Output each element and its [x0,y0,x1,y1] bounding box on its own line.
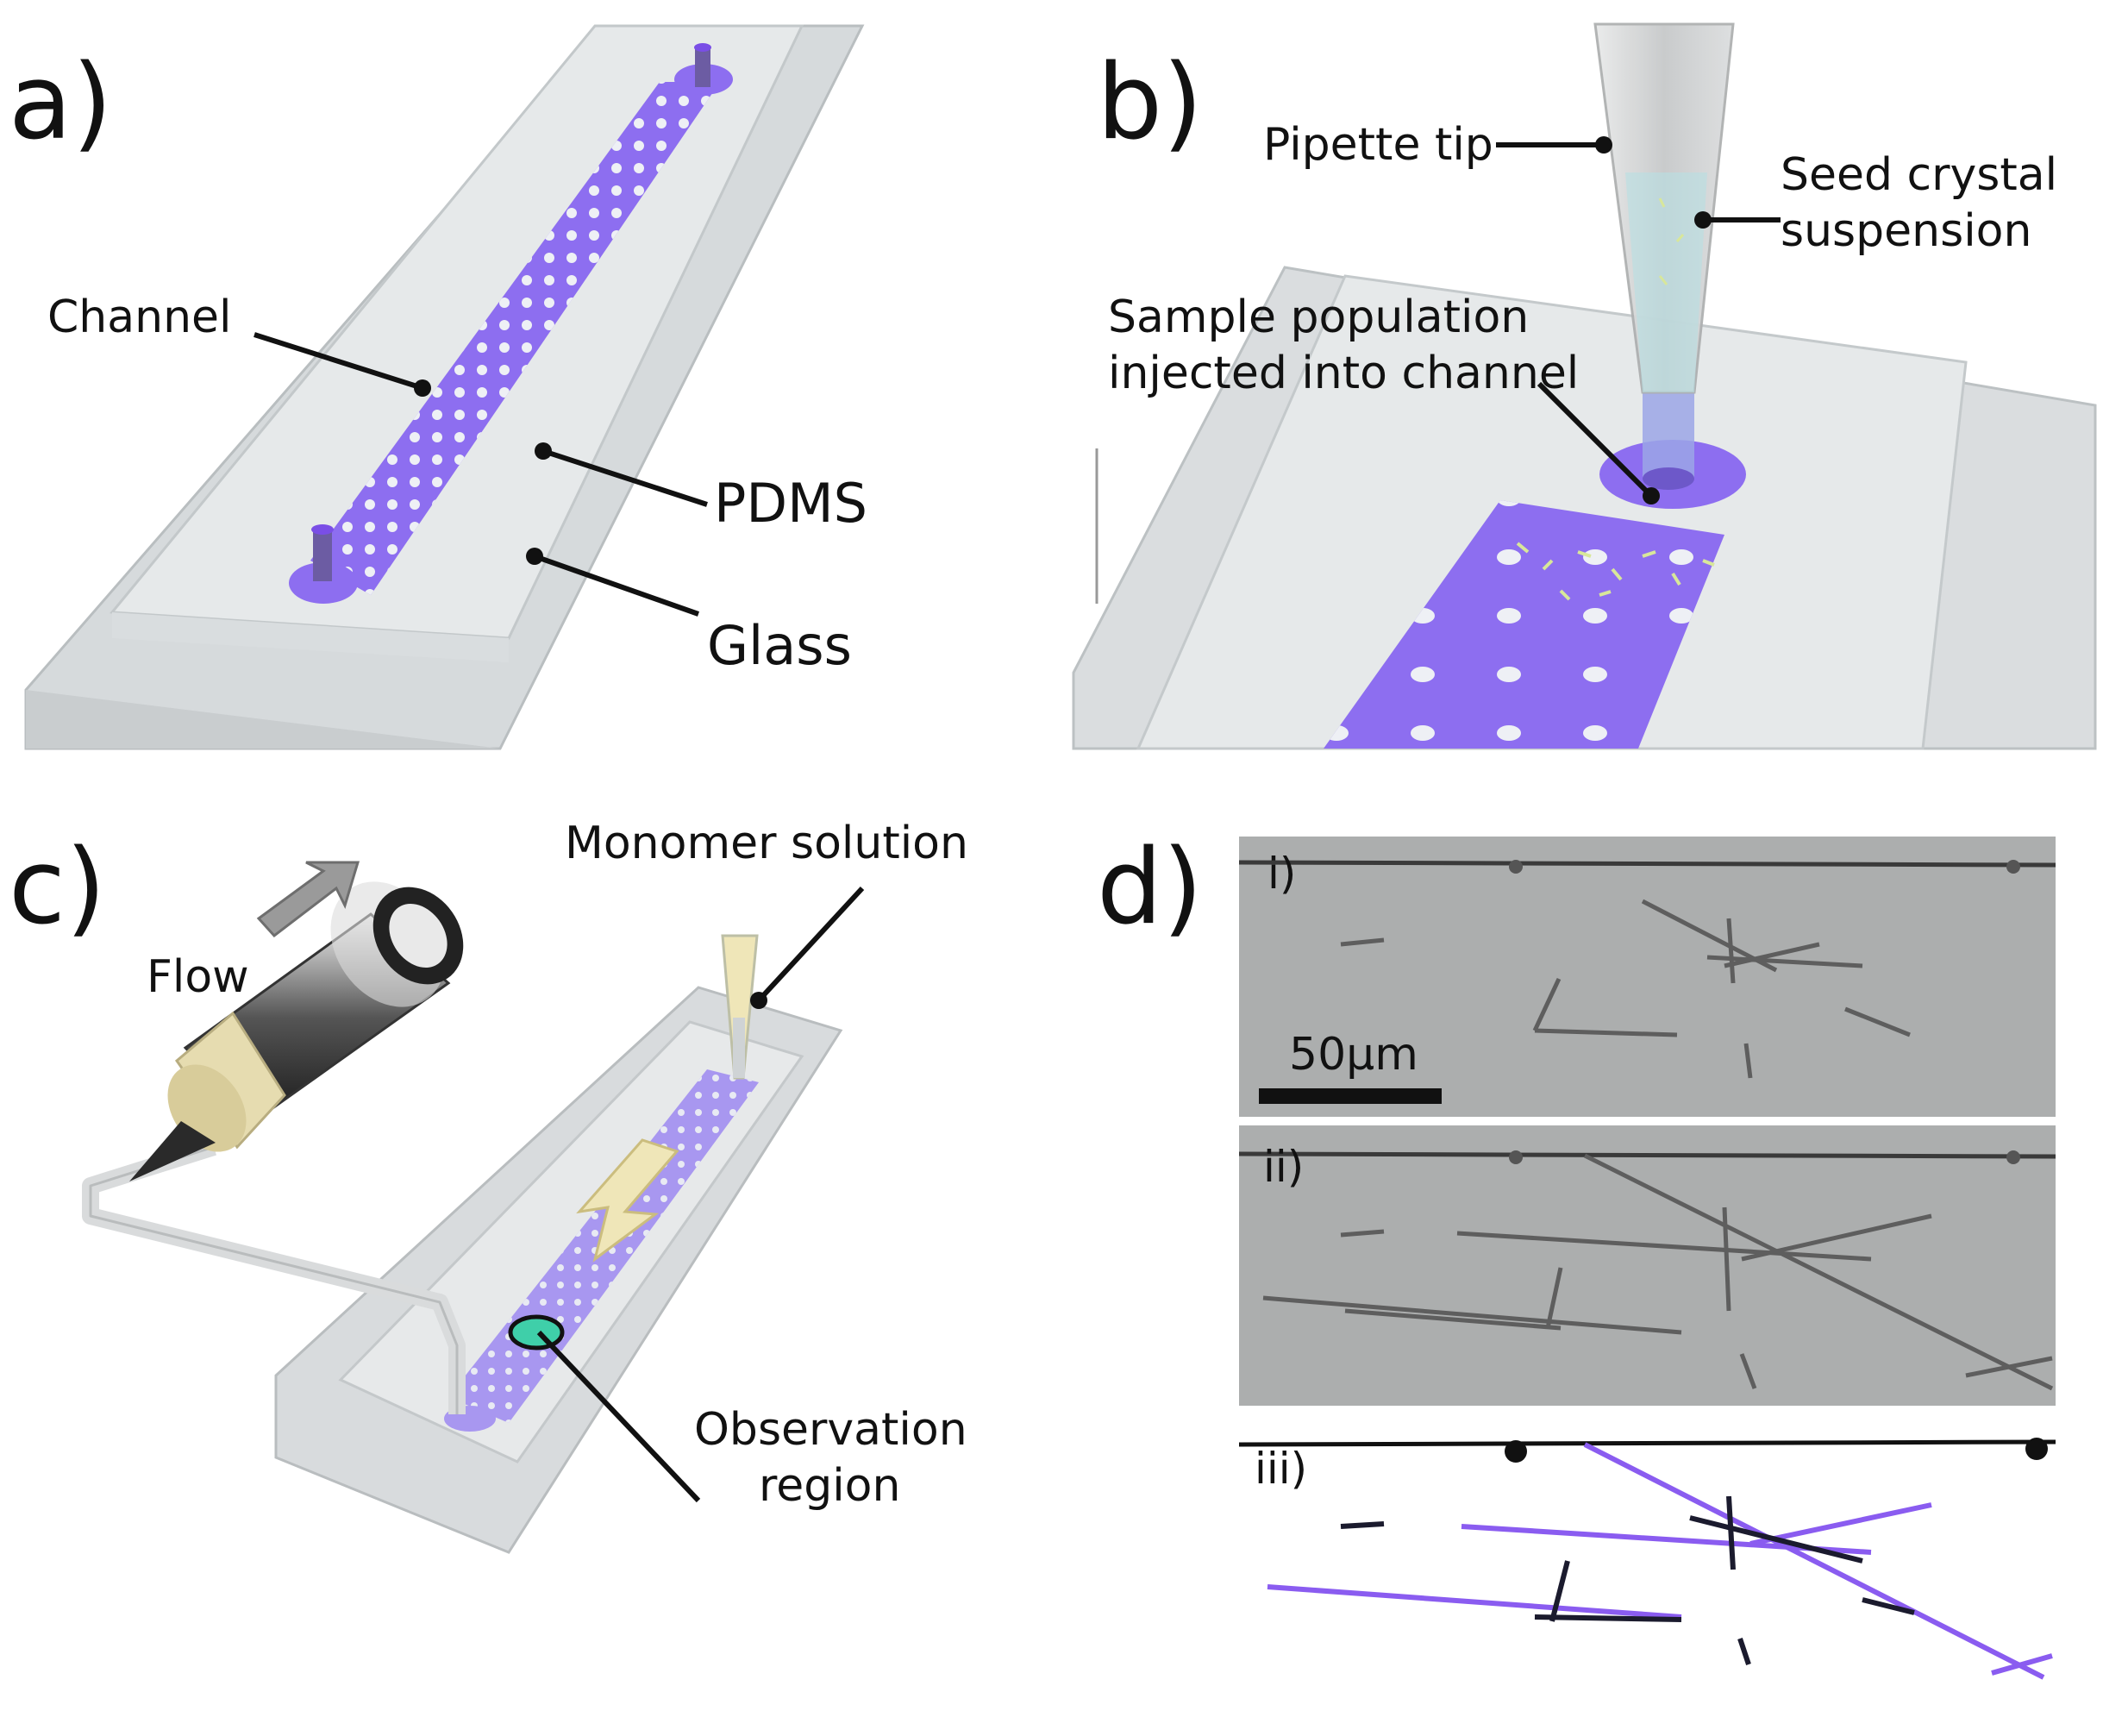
subpanel-label-i: i) [1267,849,1296,899]
panel-b: b) Pipette [1072,22,2097,750]
inlet-port [695,47,710,87]
subpanel-label-iii: iii) [1255,1444,1307,1494]
flow-direction-arrow [576,1138,679,1263]
syringe-motion-arrow [256,861,360,938]
label-observation-line2: region [759,1460,900,1512]
label-seed-line1: Seed crystal [1781,149,2057,201]
panel-d: d) i) 50μm [1097,828,2056,1725]
label-seed-line2: suspension [1781,205,2031,257]
label-pdms: PDMS [714,472,867,535]
label-sample-line2: injected into channel [1108,348,1579,399]
panel-c-letter: c) [9,828,106,948]
panel-c: c) Flow Monomer solu [9,818,968,1554]
observation-region-marker [508,1314,565,1351]
label-channel: Channel [47,291,231,343]
label-observation-line1: Observation [694,1404,967,1456]
panel-a-letter: a) [9,43,112,163]
micrograph-ii: ii) [1238,1125,2056,1406]
seed-crystals [1516,542,1715,601]
subpanel-label-ii: ii) [1263,1142,1304,1192]
micrograph-iii-overlay: iii) [1238,1414,2056,1725]
label-pipette-tip: Pipette tip [1263,119,1493,171]
label-flow: Flow [147,951,249,1003]
label-sample-line1: Sample population [1108,291,1529,343]
label-glass: Glass [707,614,852,677]
micrograph-i: i) 50μm [1238,837,2056,1117]
panel-b-letter: b) [1097,43,1203,163]
outlet-cap [289,562,358,604]
scale-bar [1259,1088,1442,1104]
syringe [129,881,464,1181]
scale-bar-label: 50μm [1289,1029,1418,1081]
panel-a: a) Channel PDMS Glass [9,24,867,750]
panel-d-letter: d) [1097,828,1203,948]
outlet-port [313,530,332,581]
label-monomer-solution: Monomer solution [565,818,968,869]
